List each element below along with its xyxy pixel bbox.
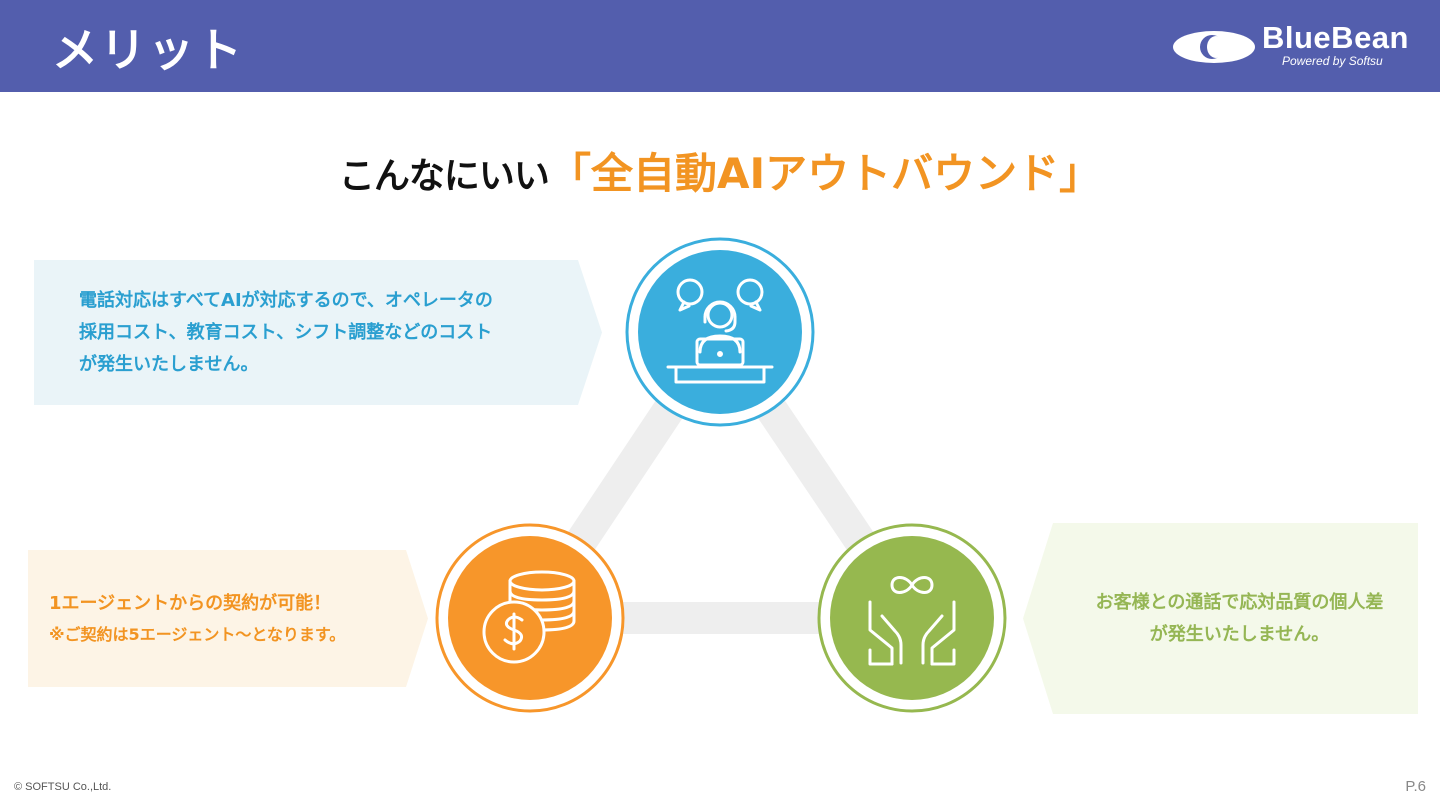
callout-line: 採用コスト、教育コスト、シフト調整などのコスト	[79, 321, 493, 343]
callout-line: が発生いたしません。	[79, 353, 259, 375]
callout-operator-cost: 電話対応はすべてAIが対応するので、オペレータの 採用コスト、教育コスト、シフト…	[34, 260, 602, 405]
headline-prefix: こんなにいい	[338, 156, 550, 197]
hands-circle	[817, 523, 1007, 713]
callout-note: ※ご契約は5エージェント～となります。	[49, 624, 346, 644]
logo-name: BlueBean	[1262, 20, 1409, 55]
logo-tagline: Powered by Softsu	[1282, 54, 1383, 68]
callout-contract: 1エージェントからの契約が可能！ ※ご契約は5エージェント～となります。	[28, 550, 428, 687]
operator-headset-laptop-icon	[666, 278, 774, 384]
copyright: © SOFTSU Co.,Ltd.	[14, 781, 112, 793]
page-title: メリット	[52, 23, 244, 77]
headline: こんなにいい「全自動AIアウトバウンド」	[0, 140, 1440, 201]
callout-line: 電話対応はすべてAIが対応するので、オペレータの	[79, 289, 493, 311]
callout-line: が発生いたしません。	[1149, 623, 1330, 645]
hands-infinity-icon	[868, 576, 956, 666]
headline-emphasis: 「全自動AIアウトバウンド」	[548, 149, 1102, 198]
callout-line: 1エージェントからの契約が可能！	[49, 592, 332, 614]
bean-logo-icon	[1173, 31, 1255, 63]
coins-dollar-icon	[482, 570, 576, 664]
page-number: P.6	[1405, 778, 1426, 795]
header-bar: メリット BlueBean Powered by Softsu	[0, 0, 1440, 92]
bluebean-logo: BlueBean Powered by Softsu	[1172, 20, 1417, 70]
coins-circle	[435, 523, 625, 713]
operator-circle	[625, 237, 815, 427]
callout-quality: お客様との通話で応対品質の個人差 が発生いたしません。	[1023, 523, 1418, 714]
callout-line: お客様との通話で応対品質の個人差	[1095, 591, 1384, 613]
triangle-connector	[514, 317, 928, 634]
